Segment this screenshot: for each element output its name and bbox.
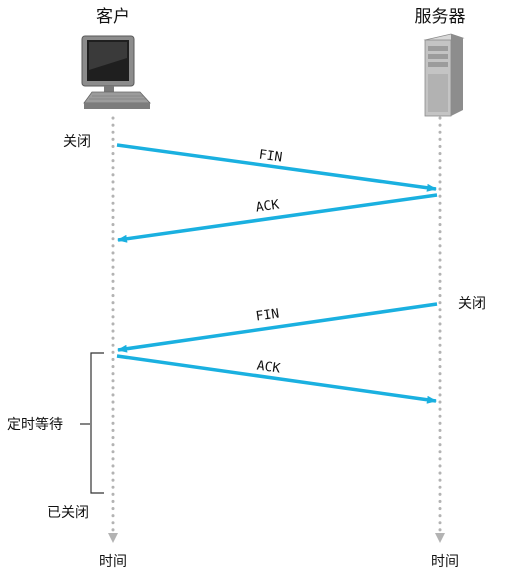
client-title: 客户: [96, 7, 130, 27]
ack-label-2: ACK: [256, 358, 282, 376]
ack-arrow-client-to-server: [116, 354, 437, 404]
timed-wait-label: 定时等待: [7, 416, 63, 433]
server-time-arrowhead: [435, 533, 445, 543]
server-tower-icon: [423, 33, 465, 117]
fin-label-1: FIN: [258, 148, 283, 166]
client-time-arrowhead: [108, 533, 118, 543]
server-time-label: 时间: [431, 554, 459, 570]
client-close-label: 关闭: [63, 134, 91, 150]
timed-wait-bracket: [90, 352, 104, 494]
server-close-label: 关闭: [458, 296, 486, 312]
desktop-computer-icon: [81, 35, 151, 109]
ack-label-1: ACK: [255, 197, 281, 215]
fin-arrow-server-to-client: [117, 302, 438, 353]
fin-label-2: FIN: [255, 306, 280, 324]
fin-arrow-client-to-server: [116, 143, 437, 192]
client-closed-label: 已关闭: [47, 505, 89, 521]
server-title: 服务器: [415, 7, 466, 27]
ack-arrow-server-to-client: [117, 193, 438, 243]
client-time-label: 时间: [99, 554, 127, 570]
